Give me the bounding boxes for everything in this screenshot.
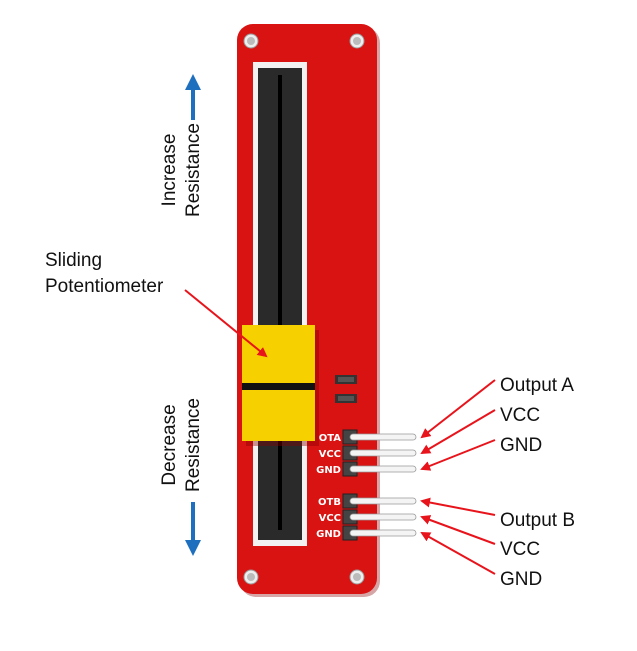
callout-label: Output A [500,375,574,396]
pin-label: OTA [319,433,342,444]
header-pin [349,465,417,473]
header-pin [349,449,417,457]
callout-label: VCC [500,405,540,426]
pin-label: VCC [319,513,341,524]
callout-label: Output B [500,510,575,531]
increase-label: Increase [159,134,180,207]
callout-arrow [420,532,496,575]
arrow-down-icon [185,502,201,556]
sliding-label: Sliding [45,250,102,271]
pcb-board: OTA VCC GND OTB VCC GND [237,24,417,597]
callout-arrow [420,409,496,455]
slider-knob[interactable] [242,325,319,446]
pin-label: GND [316,529,341,540]
callout-label: VCC [500,539,540,560]
callout-arrow [420,379,496,439]
mounting-hole-icon [243,33,365,585]
pin-header: OTA VCC GND OTB VCC GND [316,429,417,541]
callout-arrow [184,289,268,358]
callout-arrow [420,439,496,471]
decrease-resistance-label: Resistance [183,398,204,492]
arrow-up-icon [185,74,201,120]
pin-label: OTB [318,497,341,508]
callout-label: GND [500,435,542,456]
pin-label: GND [316,465,341,476]
decrease-label: Decrease [159,404,180,485]
header-pin [349,513,417,521]
potentiometer-label: Potentiometer [45,276,164,297]
increase-resistance-label: Resistance [183,123,204,217]
callout-label: GND [500,569,542,590]
callout-arrow [420,497,496,516]
header-pin [349,497,417,505]
header-pin [349,433,417,441]
callout-arrow [420,515,496,545]
header-pin [349,529,417,537]
pin-label: VCC [319,449,341,460]
smd-resistor [335,375,357,403]
